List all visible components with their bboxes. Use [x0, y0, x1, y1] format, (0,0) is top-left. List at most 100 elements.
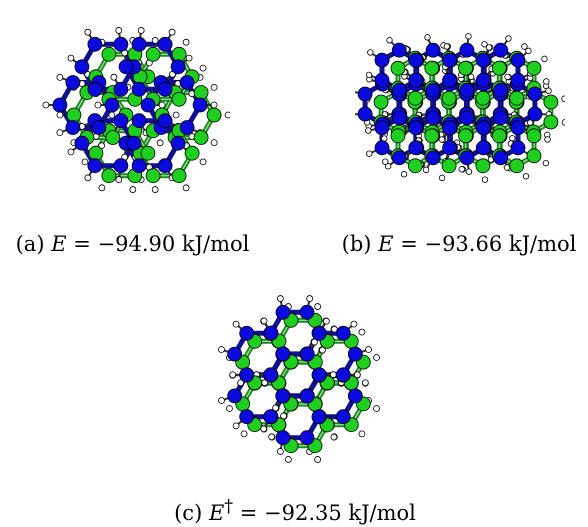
green-atom [441, 90, 457, 106]
blue-atom [170, 135, 186, 151]
blue-atom [357, 106, 373, 122]
hydrogen-atom [56, 73, 64, 81]
hydrogen-atom [485, 44, 493, 51]
green-atom [171, 168, 187, 184]
blue-atom [425, 110, 441, 126]
hydrogen-atom [545, 87, 552, 94]
blue-atom [475, 140, 491, 156]
blue-atom [299, 304, 315, 320]
blue-atom [131, 158, 147, 174]
green-atom [491, 60, 507, 76]
caption-a: (a) E = −94.90 kJ/mol [0, 228, 265, 256]
hydrogen-atom [226, 405, 233, 412]
blue-atom [425, 150, 441, 166]
blue-atom [299, 346, 315, 362]
hydrogen-atom [280, 412, 287, 420]
hydrogen-atom [110, 73, 118, 81]
hydrogen-atom [521, 43, 528, 50]
blue-atom [87, 158, 103, 174]
blue-atom [104, 97, 120, 113]
green-atom [509, 90, 525, 106]
green-atom [193, 85, 209, 100]
blue-atom [263, 325, 279, 341]
hydrogen-atom [67, 148, 75, 156]
green-atom [193, 130, 209, 145]
blue-atom [527, 86, 543, 102]
hydrogen-atom [115, 27, 123, 34]
hydrogen-atom [467, 73, 475, 81]
hydrogen-atom [561, 95, 565, 102]
hydrogen-atom [218, 346, 225, 353]
caption-b-symbol: E [378, 232, 394, 256]
blue-atom [408, 72, 424, 88]
blue-atom [425, 82, 441, 98]
green-atom [140, 145, 156, 161]
hydrogen-atom [199, 158, 207, 166]
caption-b-value: = −93.66 kJ/mol [400, 232, 577, 256]
hydrogen-atom [541, 55, 548, 63]
blue-atom [475, 72, 491, 88]
blue-atom [131, 81, 147, 97]
green-atom [66, 107, 82, 123]
blue-atom [263, 409, 279, 425]
green-atom [526, 148, 542, 164]
blue-atom [408, 140, 424, 156]
hydrogen-atom [504, 73, 511, 81]
blue-atom [493, 150, 509, 166]
hydrogen-atom [465, 33, 472, 40]
molecule-c-render [218, 295, 380, 463]
green-atom [373, 94, 389, 110]
green-atom [101, 168, 117, 184]
hydrogen-atom [366, 150, 373, 157]
hydrogen-atom [525, 47, 532, 55]
blue-atom [374, 72, 390, 88]
hydrogen-atom [210, 139, 218, 147]
hydrogen-atom [365, 127, 372, 134]
blue-atom [275, 388, 291, 404]
blue-atom [459, 110, 475, 126]
hydrogen-atom [56, 111, 64, 119]
hydrogen-atom [361, 379, 369, 387]
blue-atom [239, 325, 255, 341]
molecule-a-render [42, 27, 230, 193]
blue-atom [113, 36, 129, 52]
hydrogen-atom [229, 371, 237, 379]
caption-a-letter: (a) [15, 232, 45, 256]
blue-atom [493, 110, 509, 126]
hydrogen-atom [365, 346, 372, 353]
blue-atom [311, 367, 327, 383]
caption-c-dagger: † [224, 497, 234, 517]
caption-a-value: = −94.90 kJ/mol [73, 232, 250, 256]
hydrogen-atom [210, 101, 218, 109]
blue-atom [239, 367, 255, 383]
green-atom [441, 158, 457, 174]
hydrogen-atom [168, 28, 176, 36]
hydrogen-atom [172, 111, 180, 119]
blue-atom [179, 75, 195, 90]
blue-atom [475, 52, 491, 68]
blue-atom [459, 82, 475, 98]
blue-atom [275, 304, 291, 320]
blue-atom [157, 113, 173, 129]
hydrogen-atom [81, 158, 89, 166]
hydrogen-atom [386, 37, 393, 44]
hydrogen-atom [544, 136, 551, 143]
blue-atom [347, 346, 363, 362]
blue-atom [493, 82, 509, 98]
hydrogen-atom [367, 49, 374, 56]
blue-atom [131, 113, 147, 129]
green-atom [458, 128, 473, 144]
green-atom [101, 46, 117, 62]
hydrogen-atom [218, 397, 225, 404]
hydrogen-atom [314, 303, 322, 310]
hydrogen-atom [232, 320, 240, 328]
hydrogen-atom [240, 430, 248, 438]
caption-b: (b) E = −93.66 kJ/mol [330, 228, 588, 256]
green-atom [390, 128, 406, 144]
hydrogen-atom [422, 166, 430, 174]
blue-atom [459, 42, 475, 58]
hydrogen-atom [115, 176, 123, 183]
green-atom [407, 90, 423, 106]
blue-atom [239, 409, 255, 425]
blue-atom [87, 36, 103, 52]
